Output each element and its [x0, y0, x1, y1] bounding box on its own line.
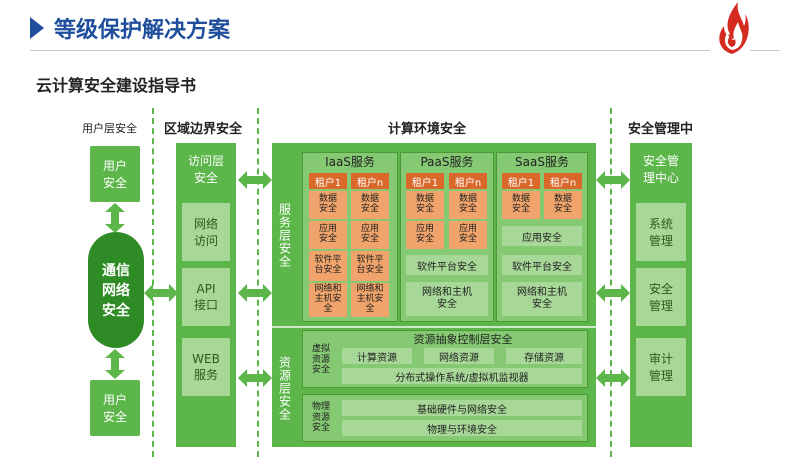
boundary-api: API 接口 [182, 268, 230, 326]
header-divider [30, 50, 710, 51]
paas-app-security-1: 应用 安全 [406, 221, 444, 249]
mgmt-audit: 审计 管理 [636, 338, 686, 396]
iaas-app-security-n: 应用 安全 [351, 221, 389, 249]
arrow-user-bottom-icon [105, 349, 125, 379]
network-resource: 网络资源 [424, 348, 494, 364]
paas-data-security-n: 数据 安全 [449, 191, 487, 219]
user-security-top: 用户 安全 [90, 146, 140, 202]
iaas-platform-security-n: 软件平 台安全 [351, 251, 389, 281]
physical-resource-security: 物理 资源 安全 [311, 402, 330, 434]
resource-layer-label: 资源层安全 [277, 355, 292, 421]
boundary-web: WEB 服务 [182, 338, 230, 396]
saas-platform-security: 软件平台安全 [502, 255, 582, 275]
physical-environment: 物理与环境安全 [342, 420, 582, 436]
arrow-compute-mgmt-2-icon [596, 284, 630, 302]
saas-app-security: 应用安全 [502, 226, 582, 246]
storage-resource: 存储资源 [506, 348, 582, 364]
header-arrow-icon [30, 17, 44, 39]
paas-app-security-n: 应用 安全 [449, 221, 487, 249]
paas-tenant-1: 租户1 [406, 173, 444, 189]
header-divider-right [750, 50, 780, 51]
saas-data-security-n: 数据 安全 [544, 191, 582, 219]
virtual-resource-security: 虚拟 资源 安全 [311, 344, 330, 376]
column-header-mgmt: 安全管理中 [628, 122, 694, 137]
separator-2 [257, 108, 259, 457]
separator-3 [610, 108, 612, 457]
iaas-tenant-1: 租户1 [309, 173, 347, 189]
iaas-platform-security-1: 软件平 台安全 [309, 251, 347, 281]
iaas-app-security-1: 应用 安全 [309, 221, 347, 249]
column-header-user: 用户层安全 [82, 122, 137, 135]
arrow-compute-mgmt-3-icon [596, 369, 630, 387]
iaas-title: IaaS服务 [325, 154, 375, 169]
column-header-boundary: 区域边界安全 [164, 122, 243, 137]
mgmt-center: 安全管 理中心 [642, 154, 679, 185]
resource-layer-divider [272, 326, 596, 328]
arrow-comm-boundary-icon [144, 284, 178, 302]
page-subtitle: 云计算安全建设指导书 [36, 76, 197, 95]
paas-title: PaaS服务 [420, 154, 474, 169]
page-title: 等级保护解决方案 [54, 18, 231, 43]
abstraction-title: 资源抽象控制层安全 [413, 333, 513, 346]
paas-tenant-n: 租户n [449, 173, 487, 189]
saas-host-security: 网络和主机 安全 [502, 282, 582, 316]
iaas-data-security-n: 数据 安全 [351, 191, 389, 219]
boundary-network-access: 网络 访问 [182, 203, 230, 261]
saas-data-security-1: 数据 安全 [502, 191, 540, 219]
paas-platform-security: 软件平台安全 [406, 255, 488, 275]
mgmt-system: 系统 管理 [636, 203, 686, 261]
service-layer-label: 服务层安全 [277, 202, 292, 268]
paas-host-security: 网络和主机 安全 [406, 282, 488, 316]
column-header-compute: 计算环境安全 [388, 122, 467, 137]
saas-title: SaaS服务 [515, 154, 569, 169]
comm-network-security: 通信 网络 安全 [88, 232, 144, 348]
arrow-boundary-compute-1-icon [238, 171, 272, 189]
compute-resource: 计算资源 [342, 348, 412, 364]
iaas-host-security-1: 网络和 主机安 全 [309, 283, 347, 317]
boundary-access-layer: 访问层 安全 [187, 154, 224, 185]
user-security-bottom: 用户 安全 [90, 380, 140, 436]
distributed-os-hypervisor: 分布式操作系统/虚拟机监视器 [342, 368, 582, 384]
saas-tenant-1: 租户1 [502, 173, 540, 189]
iaas-data-security-1: 数据 安全 [309, 191, 347, 219]
iaas-tenant-n: 租户n [351, 173, 389, 189]
saas-tenant-n: 租户n [544, 173, 582, 189]
arrow-boundary-compute-2-icon [238, 284, 272, 302]
flame-logo-icon [719, 2, 749, 54]
paas-data-security-1: 数据 安全 [406, 191, 444, 219]
separator-1 [152, 108, 154, 457]
arrow-compute-mgmt-1-icon [596, 171, 630, 189]
basic-hardware-network: 基础硬件与网络安全 [342, 400, 582, 416]
arrow-user-top-icon [105, 203, 125, 233]
iaas-host-security-n: 网络和 主机安 全 [351, 283, 389, 317]
mgmt-security: 安全 管理 [636, 268, 686, 326]
arrow-boundary-compute-3-icon [238, 369, 272, 387]
